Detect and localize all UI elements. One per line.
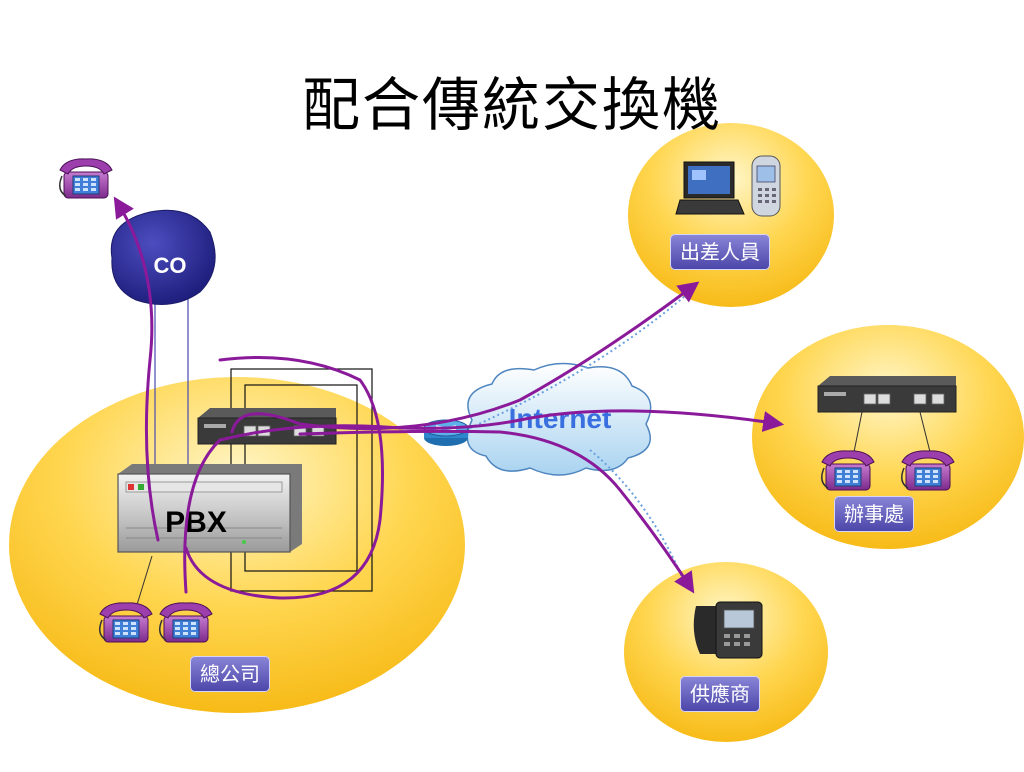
travel-zone xyxy=(628,123,834,307)
co-telephone-icon xyxy=(59,158,113,199)
branch-gateway-icon xyxy=(817,375,957,413)
co-node: CO xyxy=(110,209,216,305)
path-hq-to-travel xyxy=(230,281,700,434)
label-hq: 總公司 xyxy=(190,656,270,692)
hq-telephone-icon-1 xyxy=(99,602,153,643)
hq-telephone-icon-2 xyxy=(159,602,213,643)
ip-phone-icon xyxy=(693,601,763,659)
pbx-label: PBX xyxy=(165,506,227,539)
path-hq-to-supplier xyxy=(298,429,695,594)
pbx-phone-line xyxy=(135,555,153,609)
laptop-icon xyxy=(675,161,745,215)
mobile-phone-icon xyxy=(751,155,781,217)
branch-line-b xyxy=(919,411,931,453)
cloud-icon: Internet xyxy=(466,362,652,476)
label-supplier: 供應商 xyxy=(680,676,760,712)
slide-title: 配合傳統交換機 xyxy=(301,71,722,139)
label-travel: 出差人員 xyxy=(670,234,770,270)
co-label: CO xyxy=(154,253,187,278)
branch-telephone-icon-1 xyxy=(821,450,875,491)
pbx-icon: PBX xyxy=(117,464,302,553)
path-gateway-loop xyxy=(184,356,384,600)
label-branch: 辦事處 xyxy=(834,496,914,532)
dotted-link-travel xyxy=(469,289,693,429)
path-pbx-to-co-phone xyxy=(113,196,160,542)
branch-line-a xyxy=(853,411,863,453)
branch-telephone-icon-2 xyxy=(901,450,955,491)
